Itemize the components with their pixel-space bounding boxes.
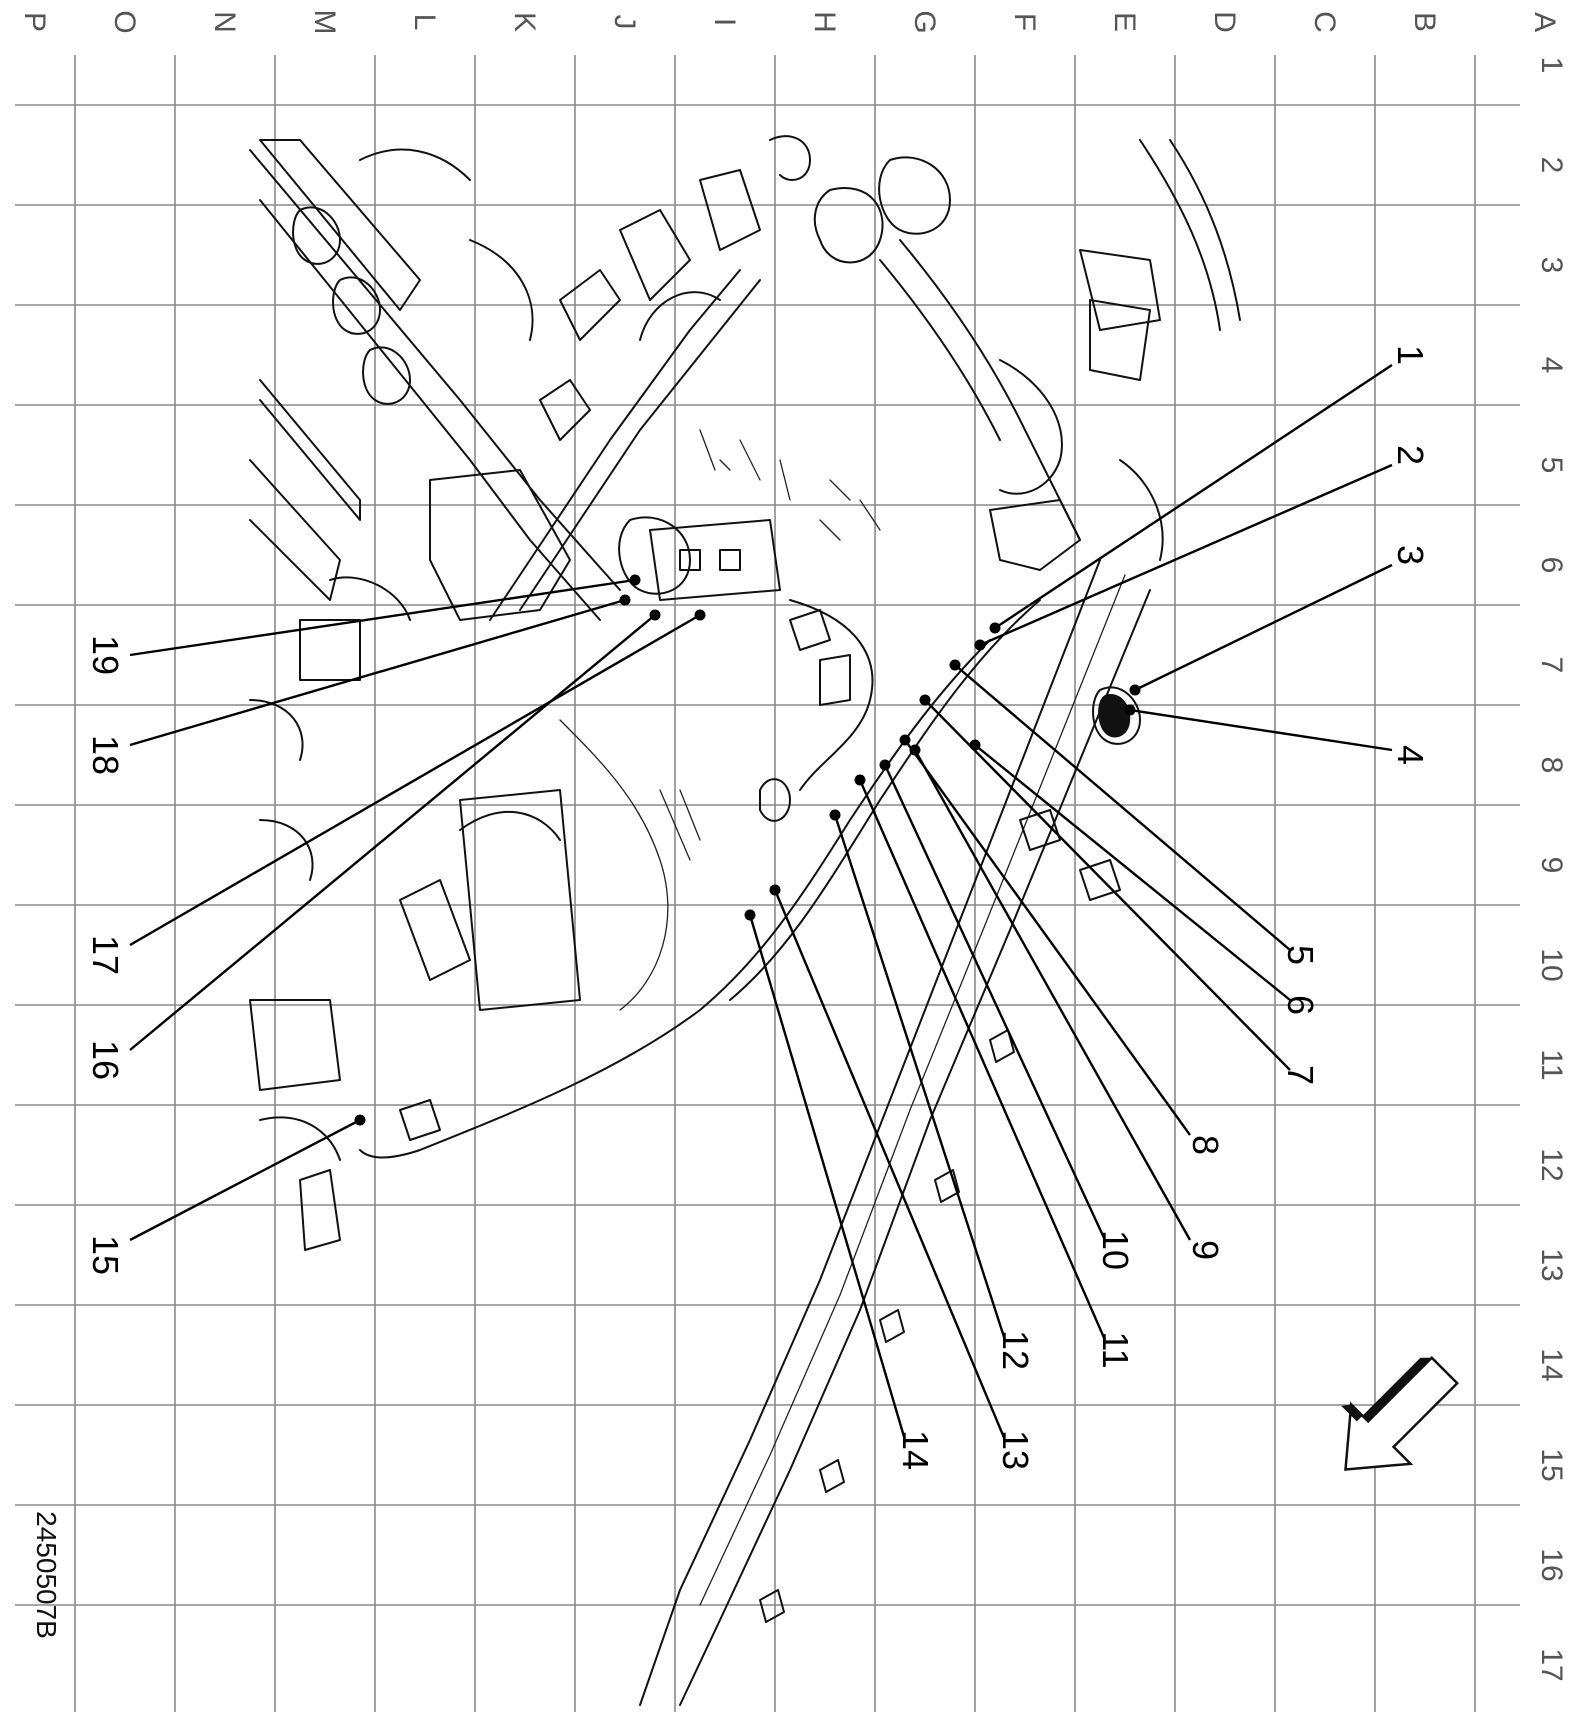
grid-column-label: G [908, 10, 941, 33]
grid-column-label: C [1308, 11, 1341, 33]
callout-number-13: 13 [995, 1430, 1036, 1470]
callout-number-16: 16 [85, 1040, 126, 1080]
callout-number-14: 14 [895, 1430, 936, 1470]
callout-leader-lines [129, 363, 1393, 1441]
callout-point-6 [969, 739, 981, 751]
grid-column-label: H [808, 11, 841, 33]
callout-leader-7 [924, 699, 1291, 1071]
grid-column-label: N [208, 11, 241, 33]
grid-column-label: E [1108, 12, 1141, 32]
grid-column-labels: A B C D E F G H I J K L M N O P [18, 10, 1561, 35]
grid-row-label: 11 [1535, 1049, 1568, 1080]
grid-column-label: L [408, 14, 441, 31]
grid-row-label: 9 [1535, 857, 1568, 874]
callout-leader-10 [883, 764, 1107, 1241]
callout-number-1: 1 [1390, 345, 1431, 365]
callout-point-2 [974, 639, 986, 651]
grid-row-label: 2 [1535, 157, 1568, 174]
callout-leader-19 [129, 578, 636, 657]
callout-point-7 [919, 694, 931, 706]
callout-number-3: 3 [1390, 545, 1431, 565]
callout-number-11: 11 [1095, 1331, 1136, 1368]
grid-column-label: J [608, 15, 641, 30]
callout-leader-16 [129, 614, 656, 1051]
callout-point-3 [1129, 684, 1141, 696]
figure-id: 2450507B [31, 1511, 62, 1639]
callout-leader-13 [773, 889, 1007, 1441]
callout-point-19 [629, 574, 641, 586]
callout-point-8 [899, 734, 911, 746]
callout-point-13 [769, 884, 781, 896]
callout-leader-11 [858, 779, 1107, 1341]
grid-row-label: 6 [1535, 557, 1568, 574]
grid-column-label: F [1008, 13, 1041, 31]
callout-point-4 [1124, 704, 1136, 716]
grid-row-label: 15 [1535, 1448, 1568, 1481]
callout-leader-8 [904, 739, 1191, 1136]
callout-leader-15 [129, 1118, 361, 1242]
callout-leader-1 [994, 363, 1393, 630]
callout-point-11 [854, 774, 866, 786]
callout-leader-5 [954, 664, 1291, 951]
callout-number-6: 6 [1280, 995, 1321, 1015]
grid-row-label: 13 [1535, 1248, 1568, 1281]
grid-row-label: 1 [1535, 57, 1568, 74]
callout-leader-3 [1134, 563, 1393, 692]
callout-point-9 [909, 744, 921, 756]
grid-column-label: K [508, 12, 541, 32]
callout-number-7: 7 [1280, 1065, 1321, 1085]
callout-leader-9 [913, 749, 1192, 1241]
grid-row-label: 5 [1535, 457, 1568, 474]
grid-row-label: 14 [1535, 1348, 1568, 1381]
callout-leader-4 [1129, 708, 1393, 752]
callout-point-10 [879, 759, 891, 771]
callout-number-19: 19 [85, 635, 126, 675]
grid-row-label: 3 [1535, 257, 1568, 274]
grid-row-label: 17 [1535, 1648, 1568, 1681]
grid-row-label: 10 [1535, 948, 1568, 981]
grid-column-label: A [1528, 12, 1561, 32]
grid-row-label: 8 [1535, 757, 1568, 774]
grid-column-label: M [308, 10, 341, 35]
callout-point-12 [829, 809, 841, 821]
callout-number-18: 18 [85, 735, 126, 775]
callout-number-2: 2 [1390, 445, 1431, 465]
callout-number-5: 5 [1280, 945, 1321, 965]
callout-number-8: 8 [1185, 1135, 1226, 1155]
callout-number-4: 4 [1390, 745, 1431, 765]
grid-column-label: D [1208, 11, 1241, 33]
callout-leader-18 [129, 598, 626, 747]
grid-row-label: 4 [1535, 357, 1568, 374]
vehicle-structure-drawing [249, 135, 1241, 1706]
callout-point-5 [949, 659, 961, 671]
grid-column-label: I [708, 18, 741, 26]
callout-point-16 [649, 609, 661, 621]
grid-column-label: P [18, 12, 51, 32]
callout-leader-12 [833, 814, 1007, 1341]
callout-number-12: 12 [995, 1330, 1036, 1370]
callout-leader-17 [129, 613, 701, 947]
reference-grid [15, 55, 1520, 1712]
callout-point-1 [989, 622, 1001, 634]
callout-leader-2 [979, 463, 1393, 647]
callout-point-15 [354, 1114, 366, 1126]
callout-number-17: 17 [85, 935, 126, 975]
callout-number-10: 10 [1095, 1230, 1136, 1270]
grid-row-label: 16 [1535, 1548, 1568, 1581]
grid-row-label: 12 [1535, 1148, 1568, 1181]
callout-number-15: 15 [85, 1235, 126, 1275]
grid-row-label: 7 [1535, 657, 1568, 674]
callout-leader-14 [748, 914, 907, 1441]
forward-arrow-icon [1341, 1356, 1459, 1471]
grid-column-label: O [108, 10, 141, 33]
callout-number-9: 9 [1185, 1240, 1226, 1260]
callout-point-17 [694, 609, 706, 621]
callout-point-18 [619, 594, 631, 606]
grid-column-label: B [1408, 12, 1441, 32]
callout-leader-6 [974, 744, 1291, 1001]
callout-point-14 [744, 909, 756, 921]
